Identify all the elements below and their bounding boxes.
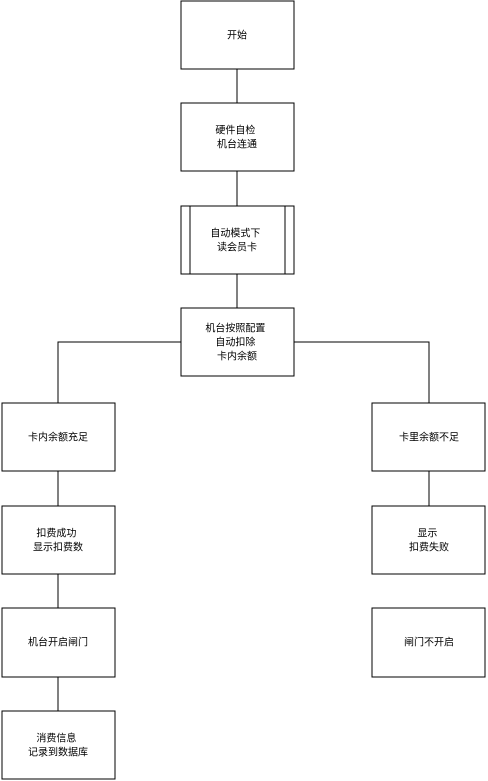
open-gate-node: 机台开启闸门 [1,607,116,678]
sufficient-node: 卡内余额充足 [1,402,116,472]
svg-text:闸门不开启: 闸门不开启 [404,636,454,649]
connector-deduct-insufficient [294,341,430,403]
selfcheck-label-line-1: 硬件自检 [215,124,255,137]
svg-text:硬件自检 机台连通: 硬件自检 机台连通 [215,124,258,151]
svg-text:自动模式下 读会员卡: 自动模式下 读会员卡 [210,227,263,254]
success-label-line-1: 扣费成功 [36,527,76,540]
fail-node: 显示 扣费失败 [371,505,486,575]
svg-text:扣费成功 显示扣费数: 扣费成功 显示扣费数 [33,527,83,554]
gate-closed-node: 闸门不开启 [371,607,486,678]
record-label-line-1: 消费信息 [36,732,76,745]
svg-text:机台按照配置 自动扣除 卡内余额: 机台按照配置 自动扣除 卡内余额 [205,322,268,363]
gate-closed-label: 闸门不开启 [404,636,454,649]
svg-text:消费信息 记录到数据库: 消费信息 记录到数据库 [28,732,88,759]
record-node: 消费信息 记录到数据库 [1,710,116,780]
svg-text:显示 扣费失败: 显示 扣费失败 [409,528,449,554]
start-node: 开始 [180,0,295,70]
success-node: 扣费成功 显示扣费数 [1,505,116,575]
deduct-label-line-3: 卡内余额 [217,350,257,363]
connectors [57,69,430,711]
svg-text:开始: 开始 [227,29,247,42]
selfcheck-node: 硬件自检 机台连通 [180,102,295,172]
svg-text:卡内余额充足: 卡内余额充足 [28,431,88,444]
selfcheck-label-line-2: 机台连通 [217,138,257,151]
record-label-line-2: 记录到数据库 [28,746,88,759]
insufficient-node: 卡里余额不足 [371,402,486,472]
insufficient-label: 卡里余额不足 [399,431,459,444]
sufficient-label: 卡内余额充足 [28,431,88,444]
start-label: 开始 [227,29,247,42]
read-card-label-line-2: 读会员卡 [217,241,257,254]
read-card-label-line-1: 自动模式下 [210,227,260,240]
fail-label-line-2: 扣费失败 [409,541,449,554]
svg-text:机台开启闸门: 机台开启闸门 [28,636,88,649]
open-gate-label: 机台开启闸门 [28,636,88,649]
fail-label-line-1: 显示 [417,528,437,540]
svg-text:卡里余额不足: 卡里余额不足 [399,431,459,444]
deduct-node: 机台按照配置 自动扣除 卡内余额 [180,307,295,377]
connector-deduct-sufficient [57,341,181,403]
read-card-predefined-process-node: 自动模式下 读会员卡 [180,205,295,275]
deduct-label-line-1: 机台按照配置 [205,322,265,335]
success-label-line-2: 显示扣费数 [33,541,83,554]
deduct-label-line-2: 自动扣除 [215,336,255,349]
